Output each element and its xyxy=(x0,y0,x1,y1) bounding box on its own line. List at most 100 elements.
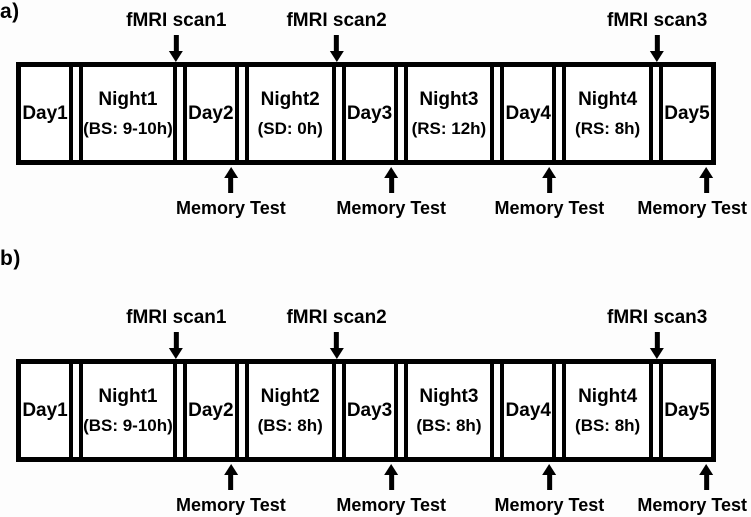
cell-subtitle: (RS: 8h) xyxy=(575,118,641,138)
arrow-stem xyxy=(228,475,234,490)
timeline-cell-night3: Night3 (BS: 8h) xyxy=(403,364,495,457)
cell-title: Day1 xyxy=(22,399,68,421)
arrow-stem xyxy=(228,178,234,193)
timeline-cell-day4: Day4 xyxy=(500,364,557,457)
timeline-cell-day3: Day3 xyxy=(341,364,398,457)
cell-title: Day1 xyxy=(22,102,68,124)
arrow-head xyxy=(542,167,557,178)
memory-test-marker: Memory Test xyxy=(176,464,286,515)
cell-subtitle: (BS: 8h) xyxy=(257,415,323,435)
cell-title: Day3 xyxy=(346,399,393,421)
up-arrow-icon xyxy=(384,464,399,490)
cell-title: Day2 xyxy=(188,399,234,421)
up-arrow-icon xyxy=(699,167,714,193)
memory-test-label: Memory Test xyxy=(176,495,286,515)
arrow-stem xyxy=(388,178,394,193)
arrow-head xyxy=(699,167,714,178)
timeline-cell-night4: Night4 (RS: 8h) xyxy=(562,67,653,160)
up-arrow-icon xyxy=(223,464,238,490)
arrow-head xyxy=(223,167,238,178)
arrow-head xyxy=(384,167,399,178)
down-arrow-icon xyxy=(650,35,665,62)
panel-b: b) fMRI scan1 fMRI scan2 fMRI scan3 Day1 Ni… xyxy=(0,245,751,517)
timeline-cell-day1: Day1 xyxy=(21,364,74,457)
memory-test-marker: Memory Test xyxy=(176,167,286,218)
cell-title: Day5 xyxy=(664,399,710,421)
up-arrow-icon xyxy=(384,167,399,193)
arrow-head xyxy=(542,464,557,475)
arrow-stem xyxy=(546,475,552,490)
cell-title: Night4 xyxy=(578,88,638,110)
memory-test-label: Memory Test xyxy=(176,198,286,218)
cell-title: Night1 xyxy=(98,385,158,407)
memory-test-marker: Memory Test xyxy=(637,167,751,218)
arrow-stem xyxy=(654,35,660,51)
cell-subtitle: (BS: 9-10h) xyxy=(83,118,173,138)
down-arrow-icon xyxy=(650,332,665,359)
scan-layer: fMRI scan1 fMRI scan2 fMRI scan3 xyxy=(16,303,716,359)
fmri-scan-marker: fMRI scan3 xyxy=(607,307,707,359)
fmri-scan-marker: fMRI scan1 xyxy=(126,307,226,359)
arrow-head xyxy=(223,464,238,475)
cell-subtitle: (SD: 0h) xyxy=(257,118,323,138)
arrow-stem xyxy=(703,475,709,490)
arrow-stem xyxy=(173,332,179,348)
fmri-scan-marker: fMRI scan1 xyxy=(126,10,226,62)
arrow-head xyxy=(169,348,184,359)
memory-test-label: Memory Test xyxy=(336,198,447,218)
cell-title: Night3 xyxy=(419,385,479,407)
fmri-scan-label: fMRI scan1 xyxy=(126,10,227,31)
timeline-cell-day5: Day5 xyxy=(658,364,712,457)
arrow-head xyxy=(329,51,344,62)
arrow-head xyxy=(329,348,344,359)
fmri-scan-label: fMRI scan2 xyxy=(286,10,387,31)
timeline-cell-day1: Day1 xyxy=(21,67,74,160)
timeline-cell-day3: Day3 xyxy=(341,67,398,160)
arrow-stem xyxy=(334,35,340,51)
memory-test-marker: Memory Test xyxy=(637,464,751,515)
timeline-cell-night2: Night2(BS: 8h) xyxy=(244,364,336,457)
timeline-cell-day5: Day5 xyxy=(658,67,712,160)
timeline-cell-night3: Night3 (RS: 12h) xyxy=(403,67,495,160)
down-arrow-icon xyxy=(329,332,344,359)
cell-subtitle: (BS: 9-10h) xyxy=(83,415,173,435)
arrow-head xyxy=(650,51,665,62)
cell-subtitle: (RS: 12h) xyxy=(411,118,487,138)
timeline-cell-night2: Night2 (SD: 0h) xyxy=(244,67,336,160)
fmri-scan-marker: fMRI scan2 xyxy=(286,307,387,359)
up-arrow-icon xyxy=(699,464,714,490)
fmri-scan-label: fMRI scan3 xyxy=(607,10,708,31)
memory-test-label: Memory Test xyxy=(637,198,748,218)
timeline-cell-day4: Day4 xyxy=(500,67,557,160)
arrow-stem xyxy=(173,35,179,51)
fmri-scan-label: fMRI scan2 xyxy=(286,307,387,328)
cell-title: Night3 xyxy=(419,88,479,110)
timeline-cell-night1: Night1 (BS: 9-10h) xyxy=(79,364,177,457)
memory-test-label: Memory Test xyxy=(336,495,447,515)
memory-test-label: Memory Test xyxy=(494,495,605,515)
arrow-head xyxy=(650,348,665,359)
fmri-scan-marker: fMRI scan3 xyxy=(607,10,707,62)
arrow-stem xyxy=(703,178,709,193)
arrow-stem xyxy=(546,178,552,193)
arrow-head xyxy=(169,51,184,62)
arrow-stem xyxy=(334,332,340,348)
panel-label: b) xyxy=(0,247,21,270)
cell-title: Night2 xyxy=(260,88,320,110)
arrow-head xyxy=(699,464,714,475)
cell-title: Day4 xyxy=(505,102,551,124)
cell-title: Night4 xyxy=(578,385,638,407)
cell-title: Day5 xyxy=(664,102,710,124)
cell-subtitle: (BS: 8h) xyxy=(416,415,482,435)
up-arrow-icon xyxy=(542,464,557,490)
arrow-head xyxy=(384,464,399,475)
cell-title: Day2 xyxy=(188,102,234,124)
arrow-stem xyxy=(388,475,394,490)
panel-label: a) xyxy=(0,0,20,23)
arrow-stem xyxy=(654,332,660,348)
cell-title: Day3 xyxy=(346,102,393,124)
